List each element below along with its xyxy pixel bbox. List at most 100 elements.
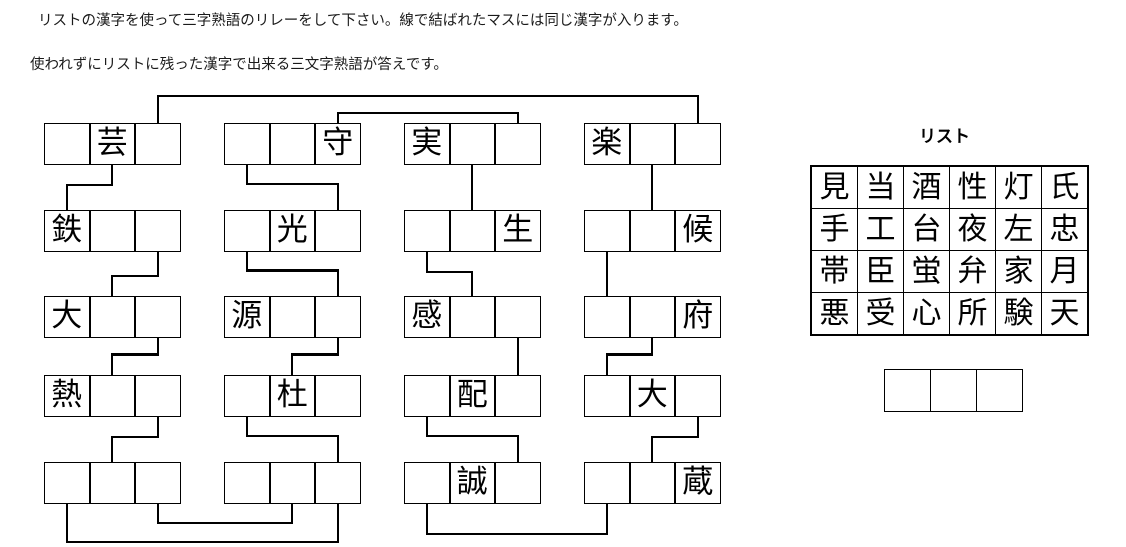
list-kanji-cell[interactable]: 見 (810, 165, 858, 209)
connector-top-inner-right (516, 113, 519, 123)
kanji-cell-blank[interactable] (495, 462, 541, 504)
list-kanji-cell[interactable]: 家 (995, 250, 1042, 293)
connector-vertical (65, 185, 68, 210)
list-kanji-cell[interactable]: 氏 (1041, 165, 1089, 209)
kanji-cell-blank[interactable] (404, 210, 450, 252)
kanji-cell-blank[interactable] (269, 123, 315, 165)
kanji-cell-blank[interactable] (449, 123, 495, 165)
kanji-cell-blank[interactable] (89, 210, 135, 252)
kanji-cell-blank[interactable] (495, 375, 541, 417)
connector-bottom-a-right (291, 504, 294, 523)
list-kanji-cell[interactable]: 手 (810, 208, 858, 251)
kanji-cell-blank[interactable] (495, 296, 541, 338)
list-kanji-cell[interactable]: 心 (903, 292, 950, 336)
list-kanji-cell[interactable]: 性 (949, 165, 996, 209)
kanji-cell-blank[interactable] (224, 210, 270, 252)
kanji-cell-blank[interactable] (135, 296, 181, 338)
list-kanji-cell[interactable]: 天 (1041, 292, 1089, 336)
kanji-cell-blank[interactable] (675, 375, 721, 417)
answer-cell[interactable] (976, 369, 1023, 412)
answer-cell[interactable] (884, 369, 931, 412)
kanji-cell-blank[interactable] (315, 296, 361, 338)
kanji-cell-filled: 候 (675, 210, 721, 252)
kanji-cell-blank[interactable] (135, 123, 181, 165)
kanji-cell-blank[interactable] (135, 210, 181, 252)
kanji-cell-blank[interactable] (269, 462, 315, 504)
connector-horizontal (425, 270, 474, 273)
list-kanji-cell[interactable]: 夜 (949, 208, 996, 251)
answer-cell[interactable] (930, 369, 977, 412)
answer-grid[interactable] (884, 369, 1023, 412)
connector-bottom-c-bar (425, 532, 608, 536)
kanji-cell-blank[interactable] (404, 375, 450, 417)
kanji-cell-blank[interactable] (584, 296, 630, 338)
kanji-cell-filled: 守 (315, 123, 361, 165)
kanji-cell-filled: 光 (269, 210, 315, 252)
kanji-cell-blank[interactable] (44, 462, 90, 504)
list-kanji-cell[interactable]: 弁 (949, 250, 996, 293)
list-kanji-cell[interactable]: 験 (995, 292, 1042, 336)
kanji-cell-filled: 芸 (89, 123, 135, 165)
connector-vertical (651, 165, 654, 210)
list-kanji-cell[interactable]: 帯 (810, 250, 858, 293)
list-row: 見当酒性灯氏 (810, 165, 1089, 209)
kanji-cell-blank[interactable] (135, 462, 181, 504)
kanji-cell-filled: 配 (449, 375, 495, 417)
kanji-cell-blank[interactable] (224, 123, 270, 165)
kanji-cell-blank[interactable] (629, 462, 675, 504)
kanji-cell-filled: 楽 (584, 123, 630, 165)
list-kanji-cell[interactable]: 忠 (1041, 208, 1089, 251)
kanji-cell-blank[interactable] (224, 462, 270, 504)
kanji-cell-blank[interactable] (675, 123, 721, 165)
list-kanji-cell[interactable]: 月 (1041, 250, 1089, 293)
connector-vertical (651, 437, 654, 462)
kanji-cell-blank[interactable] (315, 375, 361, 417)
list-kanji-cell[interactable]: 蛍 (903, 250, 950, 293)
kanji-cell-filled: 杜 (269, 375, 315, 417)
kanji-cell-filled: 源 (224, 296, 270, 338)
list-kanji-cell[interactable]: 当 (857, 165, 904, 209)
kanji-cell-blank[interactable] (44, 123, 90, 165)
kanji-cell-filled: 府 (675, 296, 721, 338)
kanji-cell-blank[interactable] (629, 296, 675, 338)
kanji-cell-blank[interactable] (584, 375, 630, 417)
list-kanji-cell[interactable]: 左 (995, 208, 1042, 251)
kanji-cell-blank[interactable] (224, 375, 270, 417)
connector-vertical (516, 435, 519, 462)
kanji-cell-blank[interactable] (495, 123, 541, 165)
kanji-cell-blank[interactable] (629, 123, 675, 165)
list-kanji-cell[interactable]: 台 (903, 208, 950, 251)
kanji-cell-filled: 感 (404, 296, 450, 338)
kanji-cell-blank[interactable] (315, 210, 361, 252)
kanji-cell-blank[interactable] (89, 462, 135, 504)
kanji-cell-blank[interactable] (449, 210, 495, 252)
kanji-cell-blank[interactable] (89, 375, 135, 417)
kanji-list-grid: 見当酒性灯氏手工台夜左忠帯臣蛍弁家月悪受心所験天 (810, 165, 1089, 336)
connector-vertical (471, 165, 474, 210)
connector-horizontal (111, 353, 159, 356)
kanji-cell-blank[interactable] (584, 462, 630, 504)
list-kanji-cell[interactable]: 工 (857, 208, 904, 251)
connector-vertical (111, 437, 114, 462)
kanji-cell-blank[interactable] (315, 462, 361, 504)
connector-vertical (425, 252, 428, 272)
kanji-cell-blank[interactable] (269, 296, 315, 338)
kanji-cell-blank[interactable] (449, 296, 495, 338)
kanji-cell-blank[interactable] (404, 462, 450, 504)
connector-bottom-c-right (605, 504, 608, 534)
list-kanji-cell[interactable]: 悪 (810, 292, 858, 336)
list-kanji-cell[interactable]: 受 (857, 292, 904, 336)
connector-horizontal (651, 436, 699, 439)
list-kanji-cell[interactable]: 臣 (857, 250, 904, 293)
connector-vertical (156, 417, 159, 438)
kanji-cell-filled: 誠 (449, 462, 495, 504)
list-kanji-cell[interactable]: 酒 (903, 165, 950, 209)
kanji-cell-blank[interactable] (584, 210, 630, 252)
connector-vertical (245, 165, 248, 184)
list-kanji-cell[interactable]: 所 (949, 292, 996, 336)
kanji-cell-blank[interactable] (629, 210, 675, 252)
list-kanji-cell[interactable]: 灯 (995, 165, 1042, 209)
connector-top-outer-right (696, 96, 699, 123)
kanji-cell-blank[interactable] (135, 375, 181, 417)
kanji-cell-blank[interactable] (89, 296, 135, 338)
